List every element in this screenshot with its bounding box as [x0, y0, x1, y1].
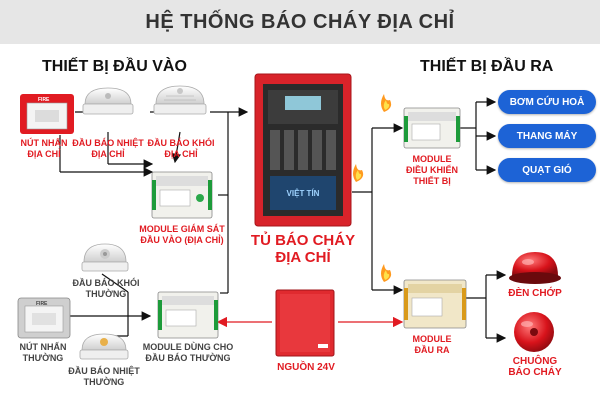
conv-zone-module-label: MODULE DÙNG CHO ĐẦU BÁO THƯỜNG — [142, 342, 234, 363]
manual-call-point-conv-icon: FIRE — [17, 297, 71, 339]
flame-icon — [353, 164, 364, 182]
svg-text:FIRE: FIRE — [36, 301, 48, 307]
heat-detector-conv-label: ĐẦU BÁO NHIỆT THƯỜNG — [68, 366, 140, 387]
flame-icon — [381, 264, 392, 282]
panel-watermark: VIỆT TÍN — [286, 189, 320, 198]
output-module-icon — [403, 279, 467, 329]
conv-zone-module-icon — [157, 291, 219, 339]
smoke-detector-addr-label: ĐẦU BÁO KHÓI ĐỊA CHỈ — [147, 138, 215, 159]
heat-detector-conv-icon — [79, 333, 129, 360]
control-module-label: MODULE ĐIỀU KHIỂN THIẾT BỊ — [405, 154, 458, 186]
monitor-module-icon — [151, 171, 213, 219]
output-module-label: MODULE ĐẦU RA — [412, 334, 452, 355]
page-title: HỆ THỐNG BÁO CHÁY ĐỊA CHỈ — [145, 10, 455, 33]
power-supply-icon — [275, 289, 335, 357]
panel-label: TỦ BÁO CHÁY ĐỊA CHỈ — [250, 232, 356, 266]
target-fan: QUẠT GIÓ — [498, 158, 596, 182]
fire-bell-icon — [514, 312, 554, 352]
manual-call-point-conv-label: NÚT NHẤN THƯỜNG — [19, 342, 67, 363]
target-fire-pump: BƠM CỨU HOẢ — [498, 90, 596, 114]
input-devices-header: THIẾT BỊ ĐẦU VÀO — [42, 58, 187, 75]
heat-detector-addr-label: ĐẦU BÁO NHIỆT ĐỊA CHỈ — [72, 138, 144, 159]
power-supply-label: NGUỒN 24V — [277, 362, 335, 373]
connection-lines — [59, 97, 507, 343]
flame-icon — [381, 94, 392, 112]
heat-detector-addr-icon — [82, 87, 134, 115]
monitor-module-label: MODULE GIÁM SÁT ĐẦU VÀO (ĐỊA CHỈ) — [139, 224, 225, 245]
smoke-detector-addr-icon — [153, 85, 207, 115]
title-bar: HỆ THỐNG BÁO CHÁY ĐỊA CHỈ — [0, 0, 600, 44]
svg-text:FIRE: FIRE — [38, 97, 50, 103]
smoke-detector-conv-label: ĐẦU BÁO KHÓI THƯỜNG — [72, 278, 140, 299]
manual-call-point-addr-label: NÚT NHẤN ĐỊA CHỈ — [20, 138, 68, 159]
target-elevator: THANG MÁY — [498, 124, 596, 148]
strobe-light-icon — [509, 252, 561, 284]
smoke-detector-conv-icon — [81, 243, 129, 272]
manual-call-point-addr-icon: FIRE — [20, 94, 74, 134]
output-devices-header: THIẾT BỊ ĐẦU RA — [420, 58, 554, 75]
control-module-icon — [403, 107, 461, 149]
fire-alarm-panel-icon — [254, 73, 352, 227]
strobe-light-label: ĐÈN CHỚP — [508, 288, 562, 299]
fire-bell-label: CHUÔNG BÁO CHÁY — [508, 356, 562, 378]
